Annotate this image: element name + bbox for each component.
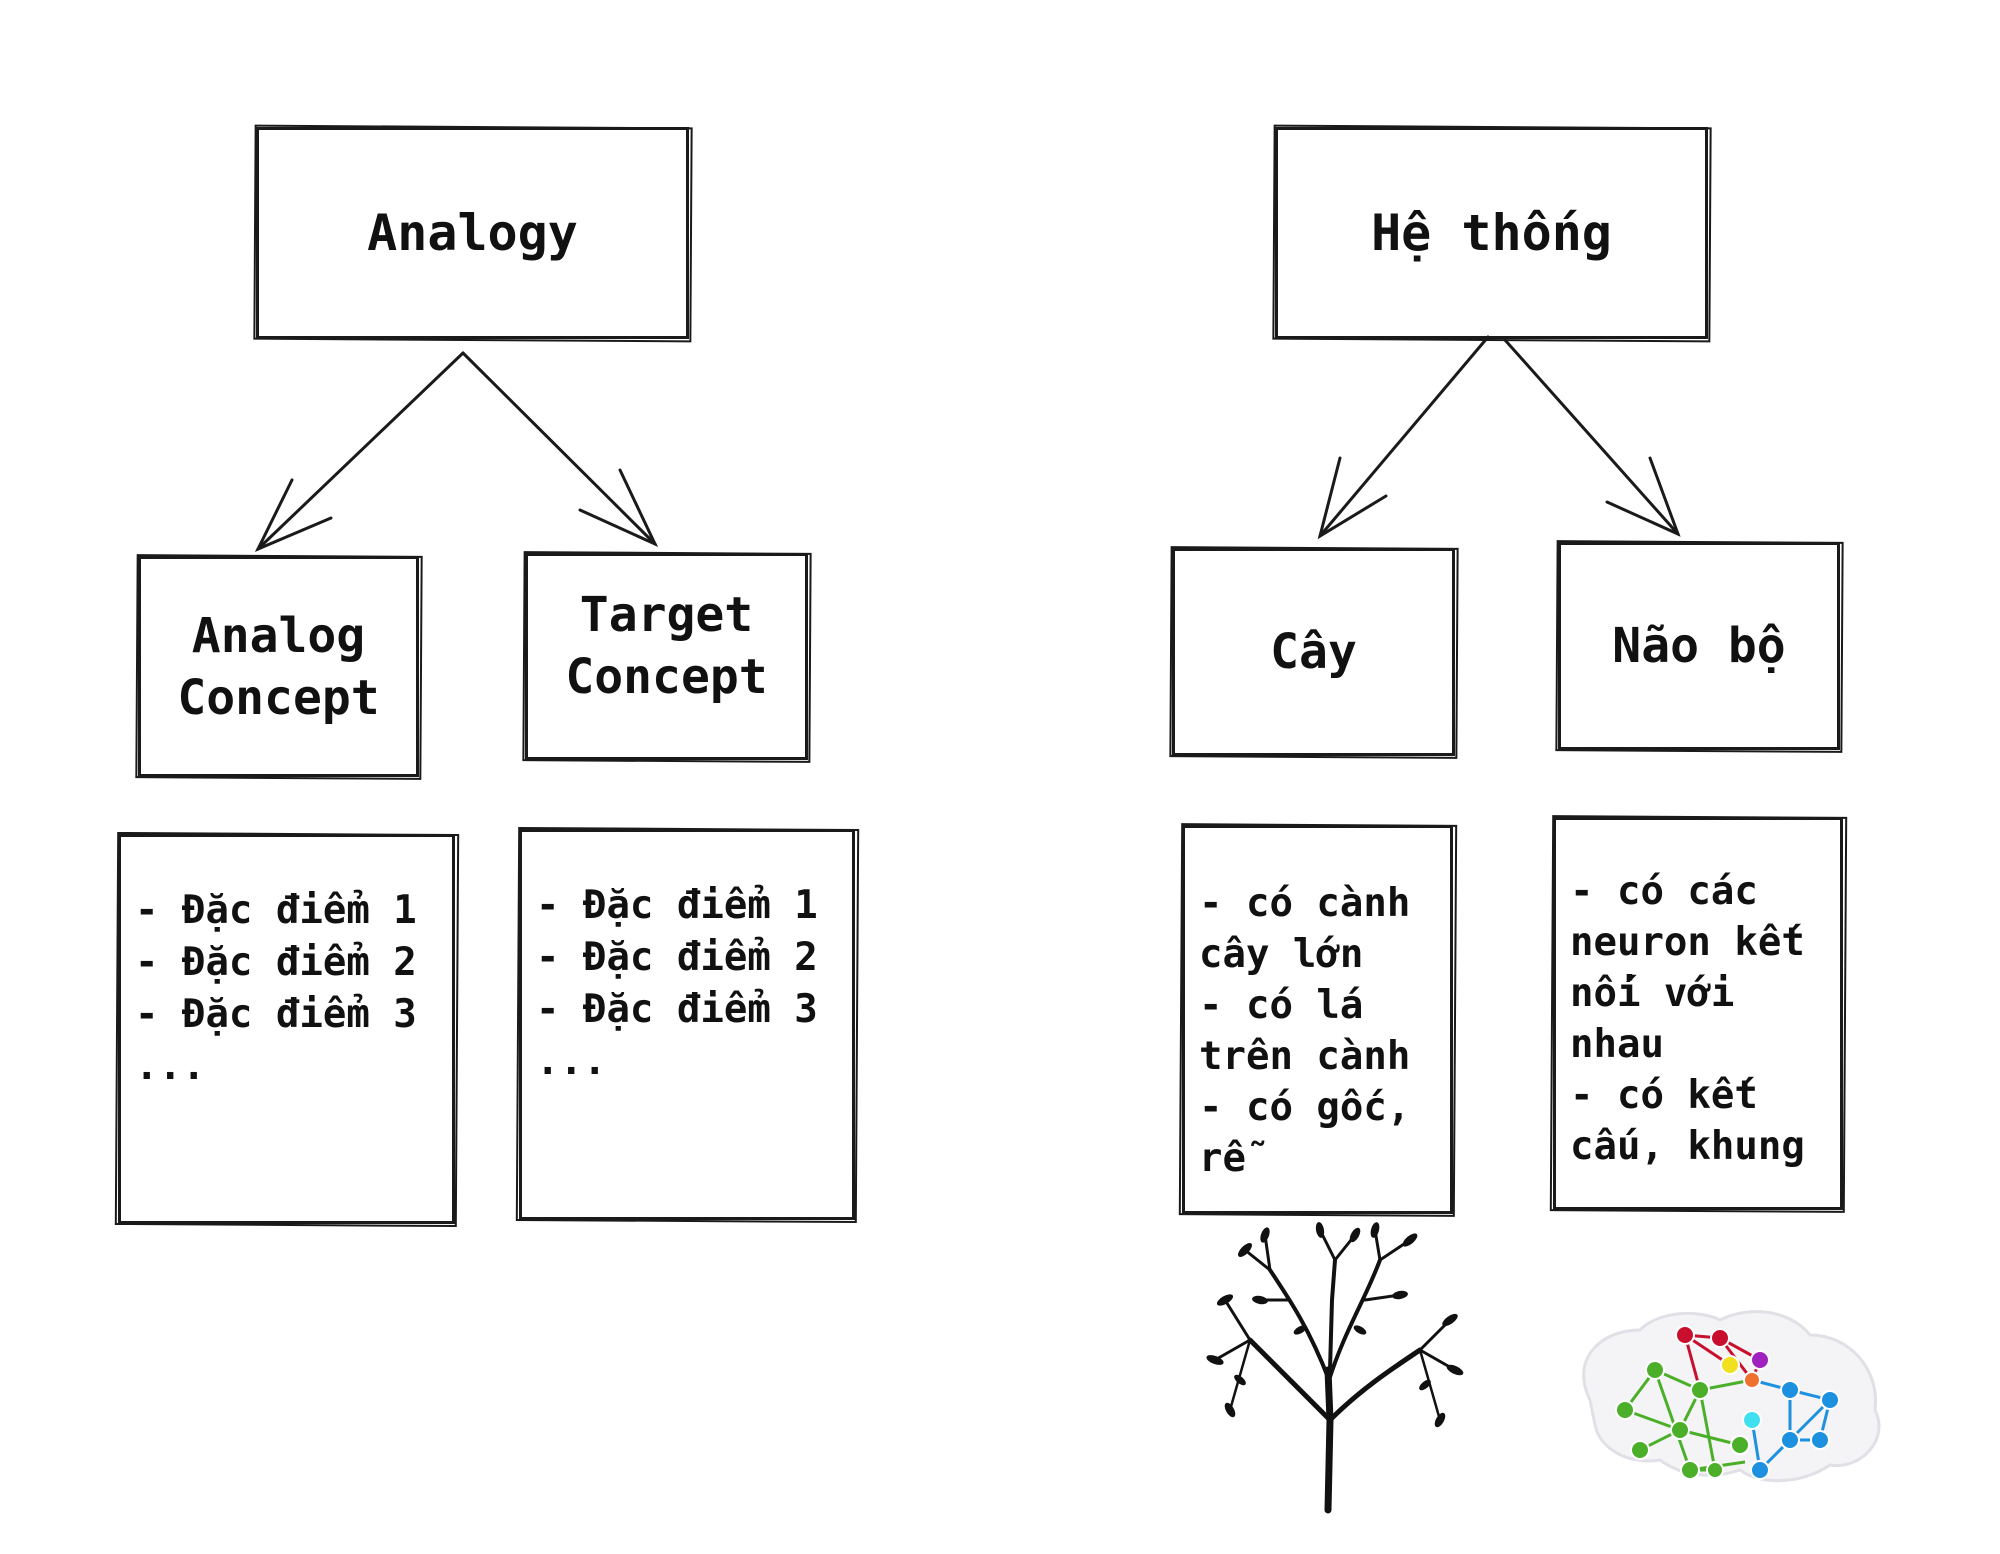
target-concept-features: - Đặc điểm 1 - Đặc điểm 2 - Đặc điểm 3 .… <box>519 829 855 1220</box>
feature-line: - Đặc điểm 1 <box>536 883 818 928</box>
feature-line: - có gốc, <box>1199 1085 1411 1130</box>
arrow-head <box>578 468 659 548</box>
analogy-title: Analogy <box>367 203 578 262</box>
tree-icon <box>1213 1228 1457 1514</box>
arrow-analogy-to-analog <box>256 351 465 551</box>
arrow-hethong-to-cay <box>1318 335 1490 538</box>
analogy-box: Analogy <box>256 127 689 339</box>
analog-concept-title: Analog Concept <box>177 607 380 726</box>
feature-line: cây lớn <box>1199 932 1364 977</box>
he-thong-title: Hệ thống <box>1371 203 1612 262</box>
feature-line: nối với <box>1570 971 1735 1016</box>
feature-line: - có lá <box>1199 983 1364 1028</box>
feature-line: ... <box>135 1044 206 1089</box>
cay-box: Cây <box>1172 548 1455 756</box>
feature-line: neuron kết <box>1570 920 1805 965</box>
arrow-head <box>1605 456 1681 537</box>
arrow-analogy-to-target <box>461 351 657 546</box>
nao-bo-title: Não bộ <box>1612 618 1786 674</box>
analog-concept-features: - Đặc điểm 1 - Đặc điểm 2 - Đặc điểm 3 .… <box>118 834 455 1224</box>
nao-bo-box: Não bộ <box>1558 542 1840 750</box>
feature-line: - có cành <box>1199 881 1411 926</box>
analog-concept-box: Analog Concept <box>138 556 419 777</box>
feature-line: - Đặc điểm 2 <box>536 935 818 980</box>
arrow-hethong-to-naobo <box>1503 338 1680 536</box>
arrow-head <box>254 478 333 552</box>
he-thong-box: Hệ thống <box>1275 127 1708 339</box>
feature-line: cấu, khung <box>1570 1124 1805 1169</box>
feature-line: rễ <box>1199 1136 1246 1181</box>
feature-line: - Đặc điểm 1 <box>135 888 417 933</box>
arrow-head <box>1317 456 1388 540</box>
feature-line: - Đặc điểm 2 <box>135 940 417 985</box>
feature-line: ... <box>536 1039 607 1084</box>
feature-line: - có các <box>1570 869 1758 914</box>
cay-features: - có cành cây lớn - có lá trên cành - có… <box>1182 825 1453 1214</box>
feature-line: trên cành <box>1199 1034 1411 1079</box>
feature-line: nhau <box>1570 1022 1664 1067</box>
cay-title: Cây <box>1270 624 1357 680</box>
brain-network-icon <box>1582 1310 1881 1483</box>
feature-line: - Đặc điểm 3 <box>135 992 417 1037</box>
target-concept-title: Target Concept <box>565 586 768 705</box>
nao-bo-features: - có các neuron kết nối với nhau - có kế… <box>1553 817 1843 1210</box>
tree-leaves <box>1206 1222 1464 1428</box>
feature-line: - Đặc điểm 3 <box>536 987 818 1032</box>
target-concept-box: Target Concept <box>525 553 808 760</box>
feature-line: - có kết <box>1570 1073 1758 1118</box>
